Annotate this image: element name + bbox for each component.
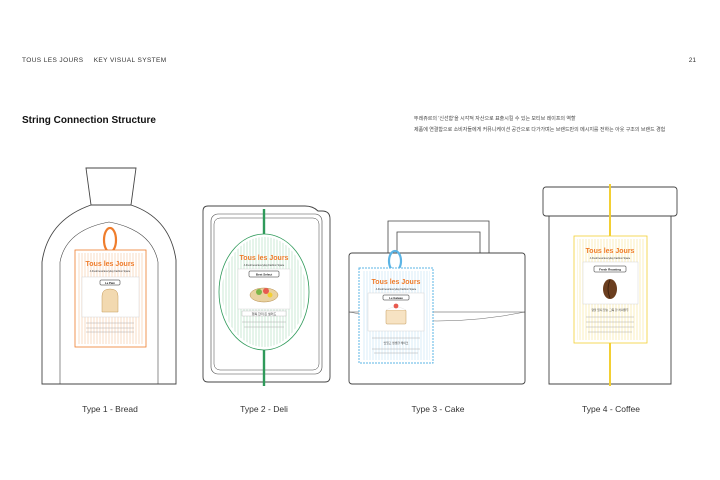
deli-menu-line: 행복 한끼 든 샐러드 xyxy=(252,311,277,316)
bread-tag-brand: Tous les Jours xyxy=(86,261,135,268)
brand-name: TOUS LES JOURS xyxy=(22,57,84,64)
deli-badge: Best Select xyxy=(256,273,272,277)
deli-tray-outline xyxy=(202,205,331,383)
bread-badge: Le Pain xyxy=(105,281,115,285)
description-line-1: 뚜레쥬르의 '신선함'을 시각적 자산으로 표출시킬 수 있는 모티브 레이프의… xyxy=(414,116,576,122)
deli-package: Tous les Jours A Freshness Everyday Fash… xyxy=(202,205,331,386)
bread-string-loop xyxy=(102,226,118,254)
section-title: String Connection Structure xyxy=(22,115,156,126)
type-label-deli: Type 2 - Deli xyxy=(240,404,288,414)
cake-package: Tous les Jours A Freshness Everyday Fash… xyxy=(348,220,526,385)
coffee-badge: Fresh Roasting xyxy=(599,268,621,272)
type-label-cake: Type 3 - Cake xyxy=(411,404,465,414)
bread-package: Tous les Jours A Freshness Everyday Fash… xyxy=(41,167,177,385)
coffee-bag-outline xyxy=(548,215,672,385)
header: TOUS LES JOURS KEY VISUAL SYSTEM xyxy=(22,57,175,64)
cake-box-outline xyxy=(348,252,526,385)
cake-icon xyxy=(385,309,407,325)
coffee-tag-brand: Tous les Jours xyxy=(586,248,635,255)
bread-bag-outline xyxy=(41,167,177,385)
cake-tag-tagline: A Freshness Everyday Fashion Space xyxy=(376,288,417,291)
cake-menu-line: 맛있고 생생한 케이크 xyxy=(384,341,409,345)
bread-slice-icon xyxy=(101,288,119,313)
type-label-coffee: Type 4 - Coffee xyxy=(582,404,640,414)
page-number: 21 xyxy=(688,57,696,64)
coffee-menu-line: 향을 잃지 않는 그윽 한 커피원두 xyxy=(591,308,629,312)
type-label-bread: Type 1 - Bread xyxy=(82,404,138,414)
section-description: 뚜레쥬르의 '신선함'을 시각적 자산으로 표출시킬 수 있는 모티브 레이프의… xyxy=(414,114,665,136)
cake-box-handle xyxy=(387,220,490,253)
header-subtitle: KEY VISUAL SYSTEM xyxy=(93,57,167,64)
coffee-tag-tagline: A Freshness Everyday Fashion Space xyxy=(590,257,631,260)
bread-tag-tagline: A Freshness Everyday Fashion Space xyxy=(90,270,131,273)
deli-tag-brand: Tous les Jours xyxy=(240,255,289,262)
description-line-2: 제품에 연결함으로 소비자들에게 커뮤니케이션 공간으로 다가가며는 브랜드만의… xyxy=(414,127,666,133)
coffee-package: Tous les Jours A Freshness Everyday Fash… xyxy=(542,184,678,386)
coffee-bean-icon xyxy=(603,279,617,299)
cake-badge: Le Gateau xyxy=(389,296,403,300)
cake-tag-brand: Tous les Jours xyxy=(372,279,421,286)
deli-tag-tagline: A Freshness Everyday Fashion Space xyxy=(244,264,285,267)
